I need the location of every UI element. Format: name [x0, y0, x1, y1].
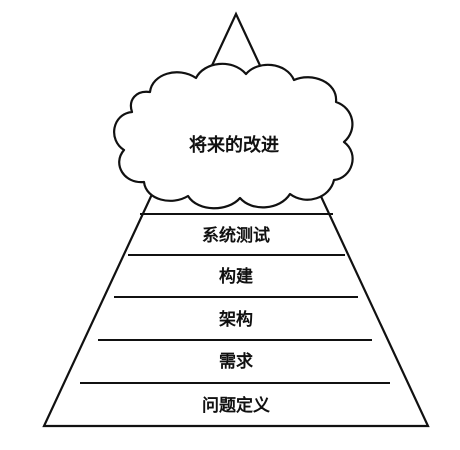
cloud-label: 将来的改进 — [189, 134, 279, 156]
pyramid-outline — [42, 11, 430, 428]
layer-label-system-test: 系统测试 — [202, 225, 270, 246]
layer-label-construction: 构建 — [219, 266, 253, 287]
layer-label-requirements: 需求 — [219, 351, 253, 372]
cloud-shape — [113, 62, 354, 210]
layer-label-problem-definition: 问题定义 — [202, 395, 270, 416]
layer-label-architecture: 架构 — [219, 309, 253, 330]
